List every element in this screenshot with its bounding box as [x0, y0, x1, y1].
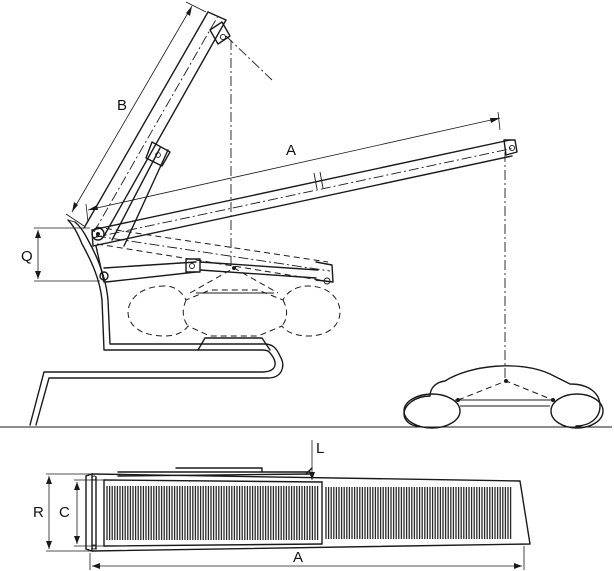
hoist-falls — [225, 35, 506, 381]
ship-hull — [29, 219, 284, 426]
stowed-liferaft-dashed — [127, 266, 341, 337]
label-l: L — [316, 440, 324, 457]
label-a-side: A — [286, 142, 296, 159]
boat-chock — [197, 337, 271, 351]
plan-view-ladder — [85, 467, 531, 552]
label-r: R — [33, 504, 44, 521]
dimension-b — [65, 1, 207, 227]
dimension-q — [34, 227, 100, 282]
dimension-r — [46, 473, 92, 552]
label-q: Q — [21, 248, 33, 265]
boom-b-tip-sheave — [209, 21, 231, 45]
label-c: C — [59, 504, 70, 521]
label-a-plan: A — [293, 549, 303, 566]
dimension-a-plan — [89, 546, 525, 570]
dimension-c — [74, 479, 104, 547]
boom-stowed-dashed — [95, 226, 334, 285]
boom-b-raised — [83, 11, 231, 281]
deployed-liferaft — [403, 365, 604, 429]
label-b: B — [117, 97, 127, 114]
grating-slats — [106, 486, 512, 540]
dimension-l — [309, 440, 315, 480]
dimension-a-side — [85, 111, 501, 223]
support-arm — [95, 245, 319, 283]
boom-a-tip-sheave — [503, 139, 518, 156]
